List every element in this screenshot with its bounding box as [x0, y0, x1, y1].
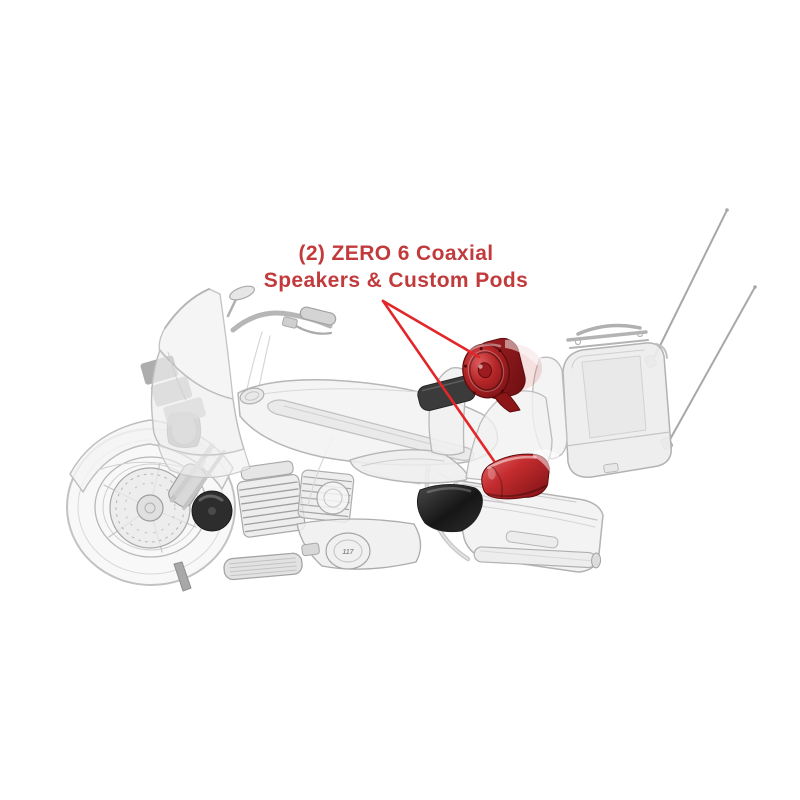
rear-speaker-pod-upper	[462, 337, 544, 413]
luggage-rack	[566, 323, 649, 349]
air-cleaner	[316, 481, 350, 515]
side-cover	[416, 484, 483, 533]
brake-pedal	[301, 542, 320, 557]
kickstand	[173, 561, 192, 592]
callout-leader-lines	[381, 299, 496, 463]
engine: 117	[191, 460, 422, 570]
floorboard	[223, 552, 303, 581]
mirror	[226, 285, 255, 318]
rear-speaker-pod-lower	[481, 449, 566, 500]
engine-badge: 117	[342, 549, 354, 556]
handlebar	[230, 306, 337, 335]
leader-line-lower-pod	[381, 299, 496, 463]
exhaust-muffler	[473, 546, 602, 569]
leader-line-upper-pod	[381, 299, 481, 359]
tour-pack-luggage	[562, 323, 672, 478]
callout-label-line1: (2) ZERO 6 Coaxial	[298, 242, 494, 265]
fuel-cap	[239, 387, 265, 405]
derby-cover	[325, 532, 371, 570]
front-fairing	[150, 288, 251, 479]
callout-label-line2: Speakers & Custom Pods	[263, 269, 529, 292]
callout-label: (2) ZERO 6 Coaxial Speakers & Custom Pod…	[236, 240, 556, 294]
throttle-grip	[299, 306, 337, 326]
